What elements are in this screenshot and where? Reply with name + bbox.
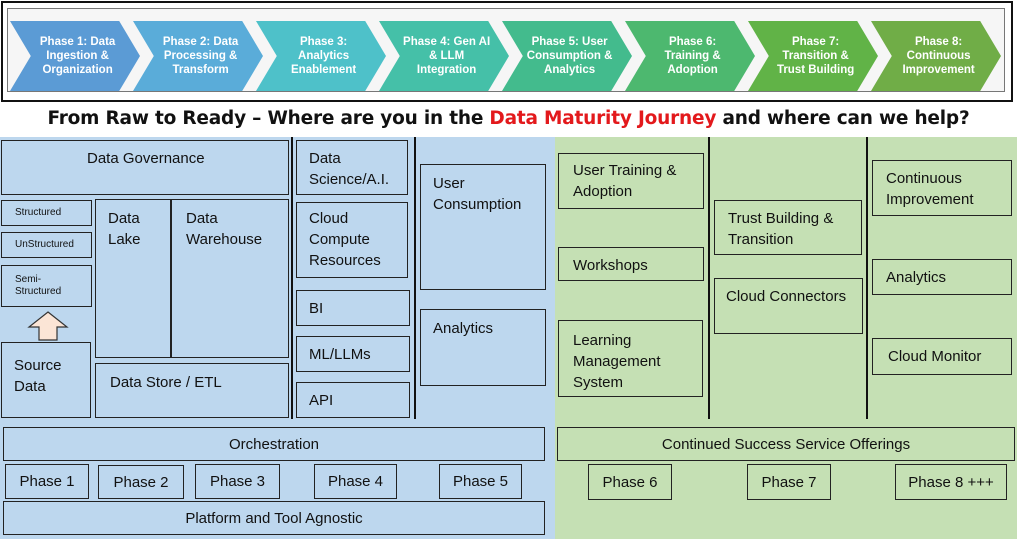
- phase-chevron-4: Phase 4: Gen AI & LLM Integration: [379, 21, 509, 91]
- data-store-etl-box: Data Store / ETL: [95, 363, 289, 418]
- cloud-compute-box: Cloud Compute Resources: [296, 202, 408, 278]
- divider-line: [291, 137, 293, 419]
- ml-llms-box: ML/LLMs: [296, 336, 410, 372]
- phase-chevron-label: Phase 2: Data Processing & Transform: [162, 36, 239, 76]
- phase-chevron-label: Phase 6: Training & Adoption: [664, 36, 721, 76]
- analytics-label: Analytics: [433, 320, 494, 337]
- data-warehouse-box: Data Warehouse: [171, 199, 289, 358]
- page-title: From Raw to Ready – Where are you in the…: [0, 108, 1017, 136]
- data-warehouse-label: Data Warehouse: [186, 210, 263, 248]
- phase-chevron-1: Phase 1: Data Ingestion & Organization: [10, 21, 140, 91]
- bi-box: BI: [296, 290, 410, 326]
- phase-6-button[interactable]: Phase 6: [588, 464, 672, 500]
- phase-button-label: Phase 5: [452, 473, 509, 490]
- phase-chevron-8: Phase 8: Continuous Improvement: [871, 21, 1001, 91]
- phase-button-label: Phase 8 +++: [908, 473, 994, 491]
- orchestration-bar: Orchestration: [3, 427, 545, 461]
- workshops-label: Workshops: [573, 257, 648, 274]
- user-consumption-label: User Consumption: [433, 175, 522, 213]
- platform-agnostic-bar: Platform and Tool Agnostic: [3, 501, 545, 535]
- divider-line: [708, 137, 710, 419]
- phase-3-button[interactable]: Phase 3: [195, 464, 280, 499]
- phase-chevron-label: Phase 7: Transition & Trust Building: [776, 36, 855, 76]
- phase-chevron-3: Phase 3: Analytics Enablement: [256, 21, 386, 91]
- divider-line: [414, 137, 416, 419]
- title-prefix: From Raw to Ready – Where are you in the: [47, 108, 490, 129]
- cloud-connectors-label: Cloud Connectors: [726, 288, 847, 305]
- orchestration-label: Orchestration: [228, 435, 320, 453]
- phase-2-button[interactable]: Phase 2: [98, 465, 184, 499]
- up-arrow-icon: [27, 311, 69, 341]
- data-governance-label: Data Governance: [87, 150, 205, 167]
- platform-agnostic-label: Platform and Tool Agnostic: [185, 509, 363, 527]
- workshops-box: Workshops: [558, 247, 704, 281]
- source-data-label: Source Data: [14, 357, 62, 395]
- data-lake-box: Data Lake: [95, 199, 171, 358]
- trust-building-label: Trust Building & Transition: [728, 210, 834, 248]
- api-label: API: [309, 392, 334, 409]
- phase-button-label: Phase 1: [19, 473, 75, 490]
- source-data-box: Source Data: [1, 342, 91, 418]
- phase-button-label: Phase 7: [761, 473, 817, 491]
- bi-label: BI: [309, 300, 324, 317]
- cloud-compute-label: Cloud Compute Resources: [309, 210, 381, 269]
- lms-label: Learning Management System: [573, 332, 661, 391]
- blue-panel: Data Governance Structured UnStructured …: [0, 137, 555, 539]
- phase-chevron-label: Phase 4: Gen AI & LLM Integration: [403, 36, 491, 76]
- green-panel: User Training & Adoption Workshops Learn…: [555, 137, 1017, 539]
- lms-box: Learning Management System: [558, 320, 703, 397]
- user-training-box: User Training & Adoption: [558, 153, 704, 209]
- phase-1-button[interactable]: Phase 1: [5, 464, 89, 499]
- structured-box: Structured: [1, 200, 92, 226]
- phase-chevron-5: Phase 5: User Consumption & Analytics: [502, 21, 632, 91]
- phase-7-button[interactable]: Phase 7: [747, 464, 831, 500]
- cloud-connectors-box: Cloud Connectors: [714, 278, 863, 334]
- unstructured-box: UnStructured: [1, 232, 92, 258]
- analytics-box: Analytics: [420, 309, 546, 386]
- divider-line: [866, 137, 868, 419]
- semi-structured-box: Semi-Structured: [1, 265, 92, 307]
- cloud-monitor-label: Cloud Monitor: [888, 348, 982, 365]
- analytics-box-right: Analytics: [872, 259, 1012, 295]
- title-highlight: Data Maturity Journey: [489, 108, 717, 129]
- api-box: API: [296, 382, 410, 418]
- trust-building-box: Trust Building & Transition: [714, 200, 862, 255]
- ml-llms-label: ML/LLMs: [309, 346, 371, 363]
- continued-success-label: Continued Success Service Offerings: [661, 435, 911, 453]
- phase-4-button[interactable]: Phase 4: [314, 464, 397, 499]
- data-science-box: Data Science/A.I.: [296, 140, 408, 195]
- data-lake-label: Data Lake: [108, 210, 141, 248]
- phase-chevron-6: Phase 6: Training & Adoption: [625, 21, 755, 91]
- continuous-improvement-label: Continuous Improvement: [886, 170, 974, 208]
- semi-structured-label: Semi-Structured: [15, 274, 62, 297]
- phase-button-label: Phase 2: [113, 473, 169, 491]
- analytics-label-right: Analytics: [886, 269, 947, 286]
- structured-label: Structured: [15, 207, 62, 218]
- phase-button-label: Phase 3: [209, 473, 266, 490]
- phase-8-button[interactable]: Phase 8 +++: [895, 464, 1007, 500]
- cloud-monitor-box: Cloud Monitor: [872, 338, 1012, 375]
- data-store-etl-label: Data Store / ETL: [110, 374, 222, 391]
- phase-5-button[interactable]: Phase 5: [439, 464, 522, 499]
- phase-chevron-label: Phase 1: Data Ingestion & Organization: [39, 36, 116, 76]
- phase-chevron-label: Phase 8: Continuous Improvement: [902, 36, 975, 76]
- phase-button-label: Phase 4: [327, 473, 384, 490]
- data-science-label: Data Science/A.I.: [309, 150, 390, 188]
- data-governance-box: Data Governance: [1, 140, 289, 195]
- phase-chevron-7: Phase 7: Transition & Trust Building: [748, 21, 878, 91]
- phase-banner: Phase 1: Data Ingestion & Organization P…: [7, 8, 1005, 92]
- phase-chevron-label: Phase 3: Analytics Enablement: [291, 36, 357, 76]
- title-suffix: and where can we help?: [716, 108, 970, 129]
- continued-success-bar: Continued Success Service Offerings: [557, 427, 1015, 461]
- user-training-label: User Training & Adoption: [573, 162, 677, 200]
- phase-chevron-2: Phase 2: Data Processing & Transform: [133, 21, 263, 91]
- phase-chevron-label: Phase 5: User Consumption & Analytics: [526, 36, 613, 76]
- user-consumption-box: User Consumption: [420, 164, 546, 290]
- continuous-improvement-box: Continuous Improvement: [872, 160, 1012, 216]
- phase-button-label: Phase 6: [602, 473, 658, 491]
- unstructured-label: UnStructured: [15, 239, 74, 250]
